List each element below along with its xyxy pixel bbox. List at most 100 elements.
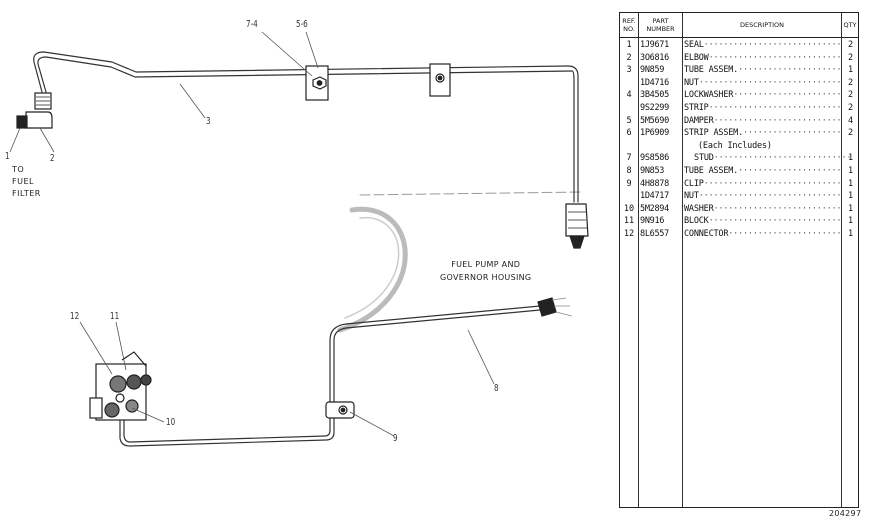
description-text: LOCKWASHER — [684, 90, 734, 101]
callout-8: 8 — [494, 383, 499, 394]
description-cell: NUT·····································… — [684, 77, 842, 90]
part-number-cell: 9S2299 — [640, 103, 669, 113]
leader-7-4 — [261, 31, 313, 77]
description-cell: LOCKWASHER······························… — [684, 89, 842, 102]
part-number-cell: 1P6909 — [640, 128, 669, 139]
table-row: 2 3O6816 ELBOW····························… — [620, 52, 858, 65]
qty-cell: 1 — [847, 178, 854, 189]
housing-inlet-fitting — [565, 203, 589, 249]
description-text: WASHER — [684, 203, 714, 214]
part-number-cell: 3O6816 — [640, 52, 669, 63]
description-cell: STRIP ASSEM.····························… — [684, 127, 842, 140]
description-text: CLIP — [684, 178, 704, 189]
qty-cell: 1 — [847, 203, 854, 214]
qty-cell: 2 — [847, 40, 854, 50]
table-row: 5 5M5690 DAMPER···························… — [620, 115, 858, 128]
table-row: 9S2299 STRIP·····························… — [620, 102, 858, 115]
table-row: 11 9N916 BLOCK····························… — [620, 215, 858, 228]
table-row: 6 1P6909 STRIP ASSEM.·····················… — [620, 127, 858, 140]
table-row: (Each Includes) — [620, 140, 858, 153]
description-cell: BLOCK···································… — [684, 215, 842, 228]
callout-3: 3 — [206, 116, 211, 127]
callout-12: 12 — [70, 311, 80, 322]
description-text: TUBE ASSEM. — [684, 65, 739, 76]
part-number-cell: 1D4716 — [640, 77, 669, 88]
leader-dots: ········································… — [738, 65, 842, 76]
description-text: DAMPER — [684, 115, 714, 126]
header-qty: QTY — [843, 21, 857, 29]
part-number-cell: 9N859 — [640, 65, 665, 76]
description-text: STRIP — [684, 103, 709, 113]
lower-tube-outer — [119, 309, 541, 447]
qty-cell: 2 — [847, 77, 854, 88]
description-cell: TUBE ASSEM.·····························… — [684, 64, 842, 77]
part-number-cell: 1D4717 — [640, 191, 669, 202]
callout-7-4: 7-4 — [246, 19, 258, 30]
ref-cell: 4 — [626, 90, 632, 101]
ref-cell: 5 — [626, 115, 632, 126]
document-number: 204297 — [829, 509, 862, 518]
qty-cell: 1 — [847, 153, 854, 164]
ref-cell: 12 — [623, 229, 635, 239]
qty-cell: 2 — [847, 90, 854, 101]
leader-dots: ········································… — [703, 178, 842, 189]
leader-9 — [349, 411, 395, 437]
qty-cell: 1 — [847, 65, 854, 76]
part-number-cell: 9N916 — [640, 216, 665, 227]
leader-dots: ········································… — [713, 115, 842, 126]
ref-cell: 7 — [626, 153, 632, 164]
description-cell: DAMPER··································… — [684, 115, 842, 128]
callout-1: 1 — [5, 151, 10, 162]
header-ref-line1: REF. — [622, 17, 636, 25]
leader-dots: ········································… — [733, 90, 842, 101]
leader-dots: ········································… — [698, 191, 842, 202]
description-text: BLOCK — [684, 216, 709, 227]
leader-dots: ········································… — [703, 40, 842, 50]
qty-cell: 1 — [847, 216, 854, 227]
note-to: TO — [12, 165, 25, 174]
qty-cell: 2 — [847, 103, 854, 113]
leader-dots: ········································… — [738, 166, 842, 176]
leader-5-6 — [305, 31, 319, 69]
qty-cell: 4 — [847, 115, 854, 126]
header-description: DESCRIPTION — [740, 21, 784, 29]
qty-cell: 2 — [847, 128, 854, 139]
housing-caption-line1: FUEL PUMP AND — [451, 260, 521, 269]
description-text: TUBE ASSEM. — [684, 166, 739, 176]
table-row: 4 3B4505 LOCKWASHER·······················… — [620, 89, 858, 102]
table-row: 1D4716 NUT·······························… — [620, 77, 858, 90]
description-cell: STRIP···································… — [684, 102, 842, 115]
callout-11: 11 — [110, 311, 120, 322]
qty-cell: 1 — [847, 166, 854, 176]
part-number-cell: 5M5690 — [640, 115, 669, 126]
description-text: NUT — [684, 77, 699, 88]
description-cell: WASHER··································… — [684, 203, 842, 216]
qty-cell: 2 — [847, 52, 854, 63]
callout-5-6: 5-6 — [296, 19, 308, 30]
upper-clip-left — [305, 65, 329, 101]
header-ref-no: REF. NO. — [620, 13, 638, 37]
to-fuel-filter-note: TO FUEL FILTER — [12, 164, 41, 200]
description-text: CONNECTOR — [684, 229, 729, 239]
lower-clip — [325, 401, 355, 419]
description-cell: ELBOW···································… — [684, 52, 842, 65]
lower-tube-inner — [123, 305, 541, 443]
leader-3 — [179, 83, 206, 119]
leader-1 — [9, 127, 21, 153]
table-header: REF. NO. PART NUMBER DESCRIPTION QTY — [620, 13, 858, 38]
housing-arc — [337, 206, 408, 333]
header-part-line1: PART — [652, 17, 669, 25]
ref-cell: 6 — [626, 128, 632, 139]
upper-tube-inner — [37, 56, 575, 203]
leader-dots: ········································… — [713, 203, 842, 214]
description-cell: TUBE ASSEM.·····························… — [684, 165, 842, 178]
part-number-cell: 3B4505 — [640, 90, 669, 101]
ref-cell: 11 — [623, 216, 635, 227]
callout-2: 2 — [50, 153, 55, 164]
column-divider — [638, 13, 639, 507]
fuel-line-diagram: 1 2 3 7-4 5-6 8 9 10 11 12 TO FUEL FILTE… — [5, 19, 589, 447]
